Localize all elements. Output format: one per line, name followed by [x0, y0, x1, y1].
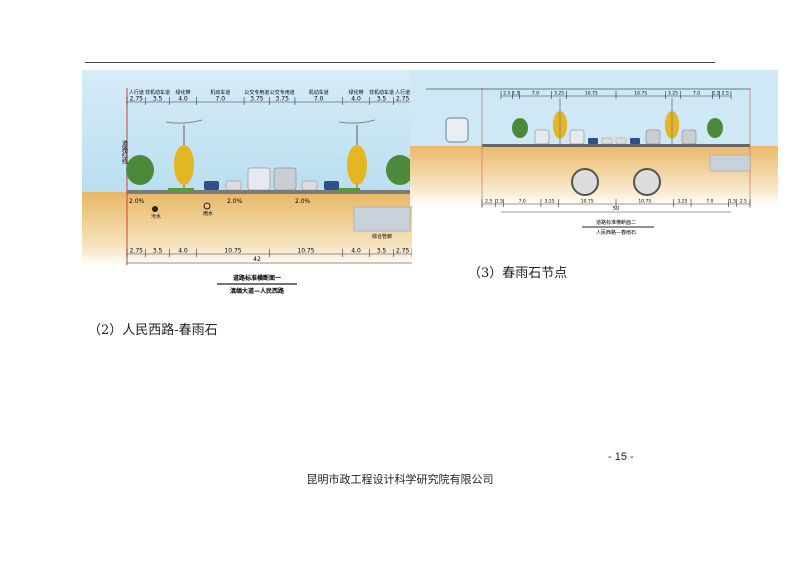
dimension-value: 3.5 — [377, 248, 387, 255]
dimension-value: 2.5 — [722, 91, 729, 97]
dimension-value: 4.0 — [351, 96, 361, 103]
dimension-value: 2.5 — [740, 199, 747, 205]
ginkgo-tree-icon — [347, 145, 367, 185]
bottom-dimension-row: 2.75 3.5 4.0 10.75 10.75 4.0 3.5 2.75 — [126, 248, 413, 257]
figure-caption-3: （3）春雨石节点 — [468, 266, 568, 281]
dimension-value: 2.75 — [396, 96, 410, 103]
dimension-value: 7.0 — [216, 96, 226, 103]
dimension-value: 1.5 — [712, 91, 719, 97]
page-number: - 15 - — [608, 451, 634, 463]
header-rule — [85, 62, 715, 63]
dimension-value: 3.5 — [377, 96, 387, 103]
dimension-value: 4.0 — [178, 96, 188, 103]
dimension-value: 10.75 — [634, 91, 647, 97]
total-width: 42 — [253, 256, 261, 263]
top-dimension-row: 2.75人行道3.5非机动车道4.0绿化带7.0机动车道3.75公交专用道3.7… — [126, 89, 413, 105]
footer-organization: 昆明市政工程设计科学研究院有限公司 — [306, 473, 494, 486]
lane-label: 非机动车道 — [145, 89, 170, 96]
metro-tunnel-icon — [571, 168, 599, 196]
lane-label: 绿化带 — [349, 89, 364, 96]
tree-icon — [126, 155, 154, 185]
figure-subtitle: 人民西路—春雨石 — [596, 229, 636, 236]
total-width: 50 — [613, 206, 619, 212]
dimension-value: 7.0 — [314, 96, 324, 103]
slope-label: 2.0% — [129, 198, 145, 205]
lane-label: 人行道 — [129, 89, 144, 96]
dimension-value: 10.75 — [297, 248, 314, 255]
figure-title: 道路标准横断面一 — [233, 274, 281, 282]
utility-tunnel-icon — [353, 206, 411, 232]
tree-icon — [512, 118, 528, 138]
utility-tunnel-icon — [709, 154, 751, 172]
lane-label: 公交专用道 — [244, 89, 269, 96]
dimension-value: 4.0 — [351, 248, 361, 255]
dimension-value: 1.5 — [729, 199, 736, 205]
lane-label: 人行道 — [395, 89, 410, 96]
pipe-label: 雨水 — [203, 210, 213, 217]
dimension-value: 3.75 — [276, 96, 290, 103]
dimension-value: 2.75 — [130, 248, 144, 255]
lane-label: 机动车道 — [309, 89, 329, 96]
dimension-value: 7.0 — [693, 91, 700, 97]
dimension-value: 10.75 — [585, 91, 598, 97]
dimension-value: 4.0 — [178, 248, 188, 255]
tree-icon — [386, 155, 414, 185]
tree-icon — [707, 118, 723, 138]
vehicles — [534, 129, 697, 145]
lane-label: 机动车道 — [210, 89, 230, 96]
vehicles — [204, 167, 339, 191]
dimension-value: 10.75 — [224, 248, 241, 255]
dimension-value: 7.0 — [519, 199, 526, 205]
lane-label: 非机动车道 — [369, 89, 394, 96]
dimension-value: 1.5 — [496, 199, 503, 205]
dimension-value: 7.0 — [532, 91, 539, 97]
utility-tunnel-label: 综合管廊 — [372, 233, 392, 240]
pipe-label: 污水 — [151, 213, 161, 220]
figure-subtitle: 滇缅大道—人民西路 — [230, 287, 285, 295]
lane-label: 绿化带 — [175, 89, 190, 96]
metro-station-icon — [445, 117, 469, 143]
slope-label: 2.0% — [295, 198, 311, 205]
dimension-value: 3.25 — [677, 199, 687, 205]
slope-label: 2.0% — [227, 198, 243, 205]
red-line-label: 道路红线 — [121, 139, 128, 164]
dimension-value: 3.25 — [554, 91, 564, 97]
bottom-dimension-row: 2.5 1.5 7.0 3.25 10.75 10.75 3.25 7.0 1.5 2.5 — [481, 199, 751, 207]
figure-caption-2: （2）人民西路-春雨石 — [88, 323, 218, 338]
dimension-value: 1.5 — [512, 91, 519, 97]
dimension-value: 10.75 — [638, 199, 651, 205]
dimension-value: 2.75 — [130, 96, 144, 103]
dimension-value: 3.75 — [250, 96, 264, 103]
dimension-value: 3.5 — [153, 96, 163, 103]
rain-pipe-icon — [203, 202, 211, 210]
dimension-value: 7.0 — [706, 199, 713, 205]
lane-label: 公交专用道 — [270, 89, 295, 96]
dimension-value: 10.75 — [581, 199, 594, 205]
sewage-pipe-icon — [152, 206, 158, 212]
dimension-value: 3.25 — [668, 91, 678, 97]
metro-tunnel-icon — [633, 168, 661, 196]
ginkgo-tree-icon — [174, 145, 194, 185]
dimension-value: 3.5 — [153, 248, 163, 255]
dimension-value: 3.25 — [545, 199, 555, 205]
dimension-value: 2.75 — [396, 248, 410, 255]
dimension-value: 2.5 — [485, 199, 492, 205]
dimension-value: 2.5 — [503, 91, 510, 97]
figure-title: 道路标准横断面二 — [596, 219, 636, 226]
